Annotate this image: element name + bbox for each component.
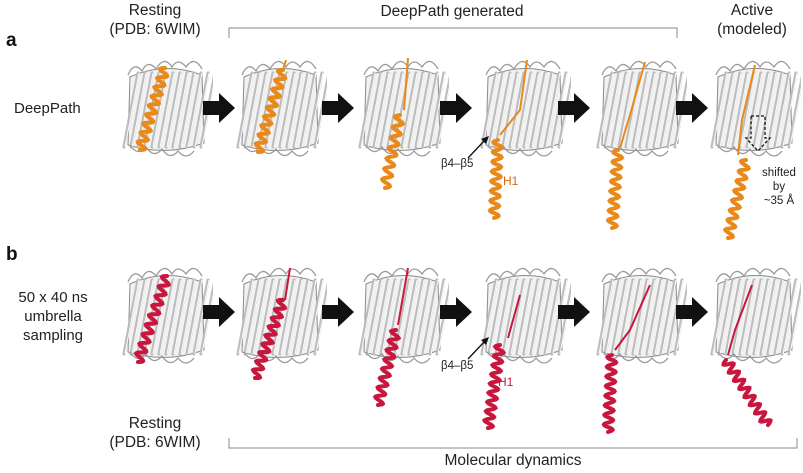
- panel-b-row-label-line3: sampling: [22, 327, 84, 344]
- generated-bracket: [228, 27, 678, 38]
- barrel-b-6: [710, 267, 801, 364]
- md-bracket: [228, 438, 798, 449]
- panel-b-row-label-line1: 50 x 40 ns: [18, 289, 88, 306]
- shift-note-line1: shifted: [762, 167, 796, 179]
- barrel-a-6: [710, 60, 801, 157]
- barrel-b-3: [358, 267, 449, 364]
- panel-b-resting-footer-line2: (PDB: 6WIM): [109, 434, 201, 451]
- panel-a-active-header-line1: Active: [730, 2, 774, 19]
- panel-b-letter: b: [6, 244, 18, 265]
- panel-a-row-label: DeepPath: [14, 100, 81, 117]
- panel-b-resting-footer-line1: Resting: [128, 415, 182, 432]
- helices-panel-a: [135, 57, 756, 240]
- helix-label-a: H1: [503, 174, 519, 188]
- strand-label-b: β4–β5: [441, 360, 474, 372]
- barrel-a-2: [236, 60, 327, 157]
- panel-b-md-footer: Molecular dynamics: [444, 452, 582, 469]
- helices-panel-b: [133, 267, 773, 434]
- shift-note-line2: by: [772, 181, 786, 193]
- panel-a-resting-header-line1: Resting: [128, 2, 182, 19]
- panel-a-resting-header-line2: (PDB: 6WIM): [109, 21, 201, 38]
- panel-a-generated-header: DeepPath generated: [380, 3, 524, 20]
- panel-a-letter: a: [6, 30, 17, 51]
- helix-label-b: H1: [498, 375, 514, 389]
- strand-label-a: β4–β5: [441, 158, 474, 170]
- shift-note-line3: ~35 Å: [763, 195, 795, 207]
- panel-b-row-label-line2: umbrella: [24, 308, 82, 325]
- panel-a-active-header-line2: (modeled): [717, 21, 787, 38]
- barrel-b-5: [596, 267, 687, 364]
- barrel-b-4: [480, 267, 571, 364]
